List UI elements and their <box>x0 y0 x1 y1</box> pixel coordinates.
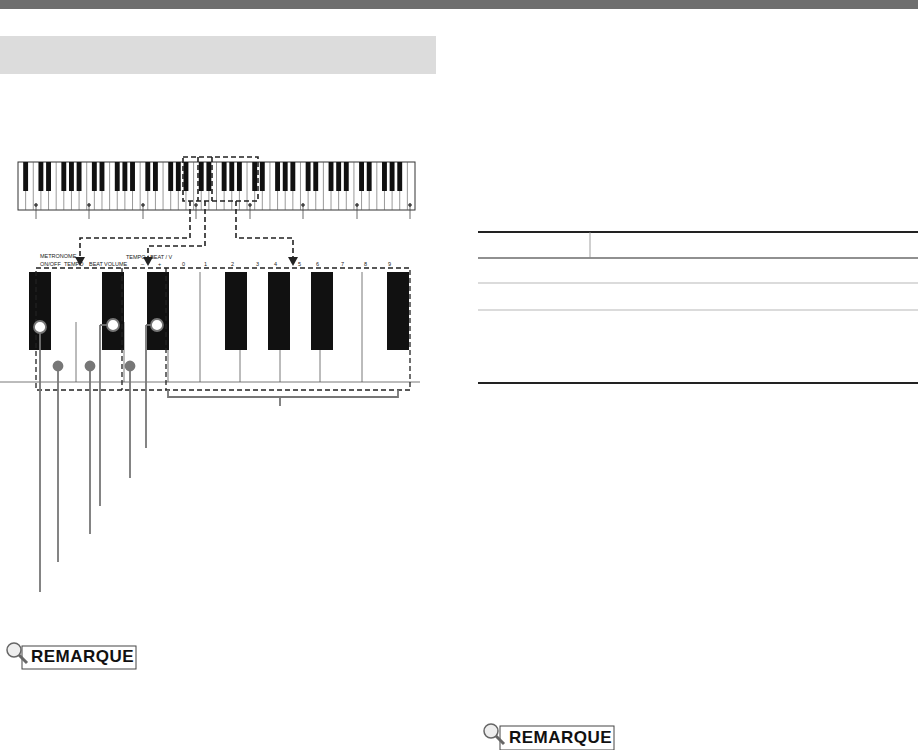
zoomed-keys <box>0 272 420 382</box>
key-label: ON/OFF <box>40 262 61 268</box>
digit-label: 1 <box>204 262 207 268</box>
key-divider <box>109 162 110 210</box>
key-divider <box>86 162 87 210</box>
black-key <box>283 162 288 191</box>
group-label: METRONOME <box>40 254 76 260</box>
key-divider <box>353 162 354 210</box>
key-label: – <box>141 262 144 268</box>
black-key <box>397 162 402 191</box>
octave-ticks <box>35 204 412 219</box>
black-key <box>46 162 51 191</box>
key-divider <box>193 162 194 210</box>
black-key <box>199 162 204 191</box>
black-key <box>306 162 311 191</box>
black-key <box>61 162 66 191</box>
key-divider <box>247 162 248 210</box>
digit-label: 3 <box>256 262 259 268</box>
key-groups <box>36 268 410 390</box>
zoom-selection <box>80 157 293 258</box>
note-badge: REMARQUE <box>31 648 134 665</box>
black-key <box>176 162 181 191</box>
digit-label: 8 <box>364 262 367 268</box>
black-key <box>168 162 173 191</box>
black-key <box>382 162 387 191</box>
black-key <box>23 162 28 191</box>
key-label: VOLUME <box>104 262 127 268</box>
black-key <box>359 162 364 191</box>
section-band <box>0 36 436 74</box>
digit-label: 4 <box>274 262 277 268</box>
key-label: BEAT <box>89 262 103 268</box>
black-key <box>344 162 349 191</box>
black-key <box>100 162 105 191</box>
callout-leaders <box>34 319 398 592</box>
black-key <box>145 162 150 191</box>
key-divider <box>56 162 57 210</box>
black-key <box>275 162 280 191</box>
key-divider <box>407 162 408 210</box>
key-divider <box>140 162 141 210</box>
black-key <box>237 162 242 191</box>
key-divider <box>300 162 301 210</box>
key-divider <box>163 162 164 210</box>
key-divider <box>323 162 324 210</box>
header-bar <box>0 0 918 9</box>
black-key <box>260 162 265 191</box>
digit-label: 2 <box>231 262 234 268</box>
key-divider <box>33 162 34 210</box>
digit-label: 5 <box>298 262 301 268</box>
black-key <box>77 162 82 191</box>
black-key <box>390 162 395 191</box>
digit-label: 6 <box>316 262 319 268</box>
note-badge-icons <box>7 643 614 750</box>
black-key <box>336 162 341 191</box>
group-label: TEMPO / BEAT / V <box>126 255 172 261</box>
black-key <box>222 162 227 191</box>
black-key <box>229 162 234 191</box>
black-key <box>290 162 295 191</box>
black-key <box>206 162 211 191</box>
key-divider <box>376 162 377 210</box>
key-divider <box>216 162 217 210</box>
black-key <box>122 162 127 191</box>
black-key <box>313 162 318 191</box>
digit-label: 9 <box>388 262 391 268</box>
black-key <box>130 162 135 191</box>
note-badge: REMARQUE <box>509 729 612 746</box>
black-key <box>92 162 97 191</box>
black-key <box>329 162 334 191</box>
black-key <box>38 162 43 191</box>
keyboard <box>18 162 415 210</box>
digit-label: 0 <box>182 262 185 268</box>
key-label: TEMPO <box>64 262 84 268</box>
black-key <box>252 162 257 191</box>
key-divider <box>269 162 270 210</box>
black-key <box>184 162 189 191</box>
black-key <box>69 162 74 191</box>
digit-label: 7 <box>341 262 344 268</box>
table-lines <box>478 232 918 383</box>
black-key <box>367 162 372 191</box>
black-key <box>115 162 120 191</box>
key-label: + <box>158 262 161 268</box>
black-key <box>153 162 158 191</box>
